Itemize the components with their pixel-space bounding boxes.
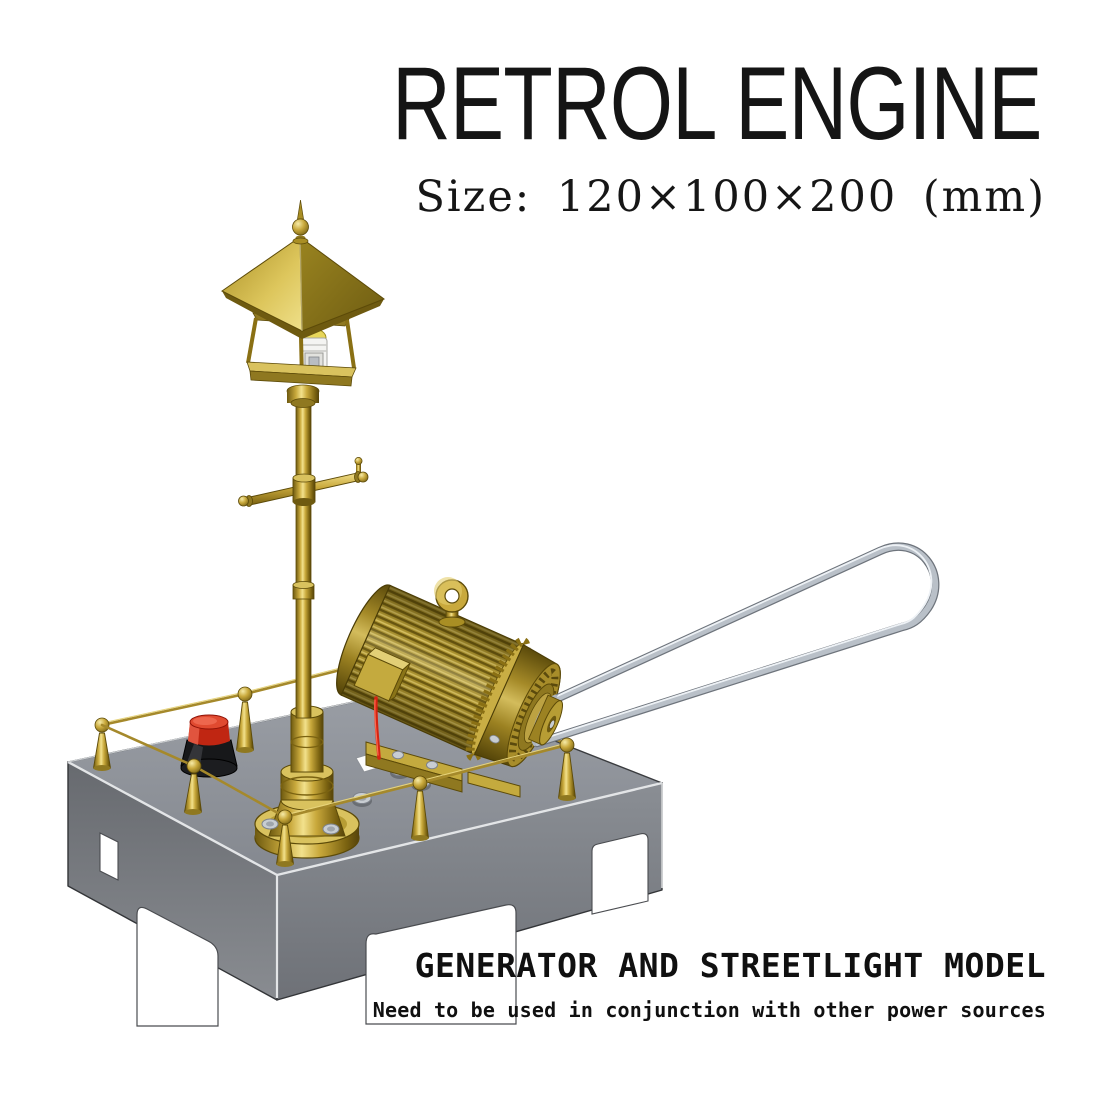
lamp-crossbar [238, 457, 369, 507]
railing-bollard [275, 809, 295, 867]
generator-motor [336, 577, 561, 798]
perimeter-railing-front [100, 723, 577, 867]
street-lamp [221, 199, 386, 859]
right-leg-arch [365, 904, 517, 1025]
footer-heading: GENERATOR AND STREETLIGHT MODEL [414, 946, 1046, 985]
railing-bollard [183, 758, 203, 815]
motor-feet [365, 741, 521, 798]
pole-sleeve [292, 581, 315, 600]
footer-note: Need to be used in conjunction with othe… [372, 998, 1046, 1022]
hand-crank-handle [532, 542, 940, 748]
lantern [221, 199, 386, 408]
left-corner-notch [99, 832, 119, 881]
railing-bollard [410, 775, 430, 841]
roof-finial [292, 199, 309, 245]
drive-pulley [527, 694, 563, 747]
terminal-box [353, 647, 411, 703]
page-title: RETROL ENGINE [392, 46, 1043, 162]
lamp-pole [295, 399, 312, 719]
right-corner-notch [591, 833, 649, 915]
railing-bollard [557, 737, 577, 801]
red-lead-wire [374, 696, 381, 760]
flange-bolts [261, 818, 340, 835]
lantern-roof [221, 235, 386, 339]
railing-bollard [235, 686, 255, 753]
left-leg-arch [136, 906, 219, 1027]
size-label: Size: 120×100×200 (mm) [415, 172, 1046, 222]
lifting-eye [434, 577, 469, 628]
